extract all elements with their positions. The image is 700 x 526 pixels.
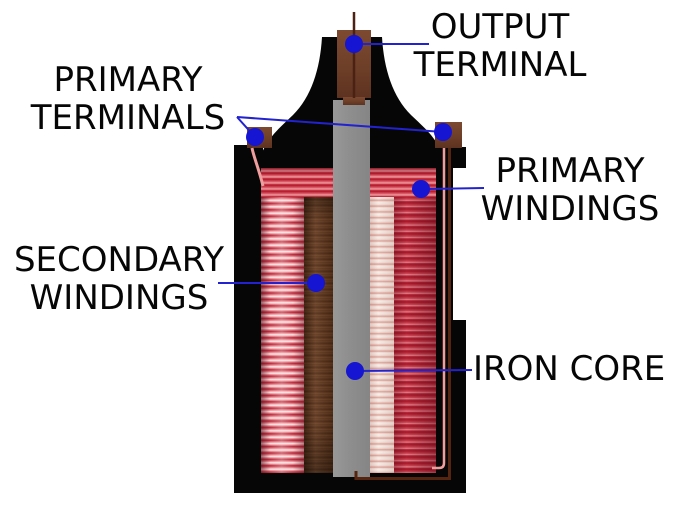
right-terminal-wire-pink: [432, 148, 446, 470]
right-terminal-wire-dark: [354, 148, 451, 480]
callout-dot-secondary-windings: [307, 274, 325, 292]
label-secondary-windings: SECONDARY WINDINGS: [0, 241, 238, 317]
label-output-terminal: OUTPUT TERMINAL: [400, 8, 600, 84]
label-line: TERMINALS: [30, 98, 226, 138]
label-line: WINDINGS: [29, 278, 209, 318]
label-line: OUTPUT: [430, 7, 570, 47]
winding-layer-white: [370, 197, 394, 473]
label-line: IRON CORE: [473, 349, 666, 389]
iron-core: [333, 100, 370, 477]
output-terminal-step: [343, 97, 365, 105]
callout-dot-primary-terminal-right: [434, 123, 452, 141]
primary-winding-left: [261, 197, 304, 473]
leader-line-primary-windings: [427, 187, 485, 190]
secondary-winding: [304, 197, 334, 473]
case-left-wall: [234, 168, 261, 473]
callout-dot-primary-terminal-left: [246, 128, 264, 146]
callout-dot-iron-core: [346, 362, 364, 380]
label-line: WINDINGS: [480, 189, 660, 229]
label-primary-terminals: PRIMARY TERMINALS: [8, 61, 248, 137]
label-primary-windings: PRIMARY WINDINGS: [470, 152, 670, 228]
label-line: PRIMARY: [495, 151, 645, 191]
callout-dot-primary-windings: [412, 180, 430, 198]
label-line: SECONDARY: [13, 240, 225, 280]
primary-winding-top-left: [261, 168, 334, 197]
leader-line-primary-terminal-right: [236, 116, 444, 133]
primary-winding-right: [394, 197, 436, 473]
left-terminal-wire: [250, 147, 265, 187]
callout-dot-output-terminal: [345, 35, 363, 53]
label-iron-core: IRON CORE: [473, 350, 693, 388]
label-line: PRIMARY: [53, 60, 203, 100]
leader-line-iron-core: [354, 369, 473, 372]
label-line: TERMINAL: [413, 45, 587, 85]
